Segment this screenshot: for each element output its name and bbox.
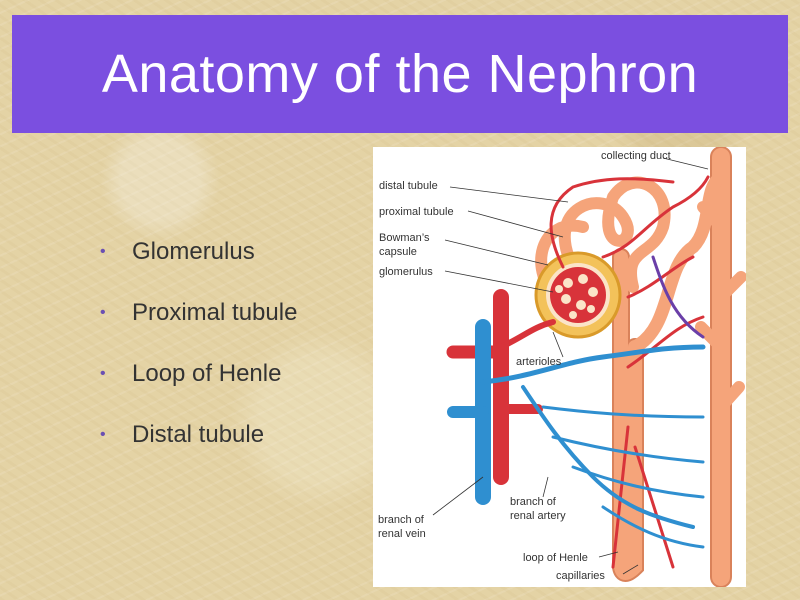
bullet-text: Proximal tubule xyxy=(132,299,298,326)
renal-artery xyxy=(446,175,710,569)
nephron-diagram: collecting duct distal tubule proximal t… xyxy=(373,147,746,587)
leader-lines xyxy=(432,157,709,575)
label-arterioles: arterioles xyxy=(516,356,562,368)
tubule-network xyxy=(535,170,728,582)
label-glomerulus: glomerulus xyxy=(379,266,433,278)
nephron-illustration: collecting duct distal tubule proximal t… xyxy=(378,147,746,587)
label-bowmans-capsule-line2: capsule xyxy=(379,246,417,258)
bullet-dot-icon: • xyxy=(100,426,106,443)
renal-vein xyxy=(447,255,706,549)
label-proximal-tubule: proximal tubule xyxy=(379,206,454,218)
label-branch-renal-vein-line1: branch of xyxy=(378,514,425,526)
label-collecting-duct: collecting duct xyxy=(601,150,671,162)
title-bar: Anatomy of the Nephron xyxy=(12,15,788,133)
label-distal-tubule: distal tubule xyxy=(379,180,438,192)
label-branch-renal-artery-line1: branch of xyxy=(510,496,557,508)
bullet-list: • Glomerulus • Proximal tubule • Loop of He… xyxy=(100,238,297,482)
bullet-text: Distal tubule xyxy=(132,421,265,448)
bullet-item: • Distal tubule xyxy=(100,421,297,482)
glomerulus xyxy=(550,267,606,323)
label-branch-renal-vein-line2: renal vein xyxy=(378,528,426,540)
bullet-text: Glomerulus xyxy=(132,238,255,265)
label-loop-of-henle: loop of Henle xyxy=(523,552,588,564)
bullet-dot-icon: • xyxy=(100,365,106,382)
bullet-item: • Proximal tubule xyxy=(100,299,297,360)
bullet-dot-icon: • xyxy=(100,304,106,321)
bullet-item: • Glomerulus xyxy=(100,238,297,299)
slide-title: Anatomy of the Nephron xyxy=(101,44,699,104)
bullet-dot-icon: • xyxy=(100,243,106,260)
label-bowmans-capsule-line1: Bowman’s xyxy=(379,232,430,244)
label-capillaries: capillaries xyxy=(556,570,605,582)
bullet-item: • Loop of Henle xyxy=(100,360,297,421)
bullet-text: Loop of Henle xyxy=(132,360,282,387)
label-branch-renal-artery-line2: renal artery xyxy=(510,510,566,522)
